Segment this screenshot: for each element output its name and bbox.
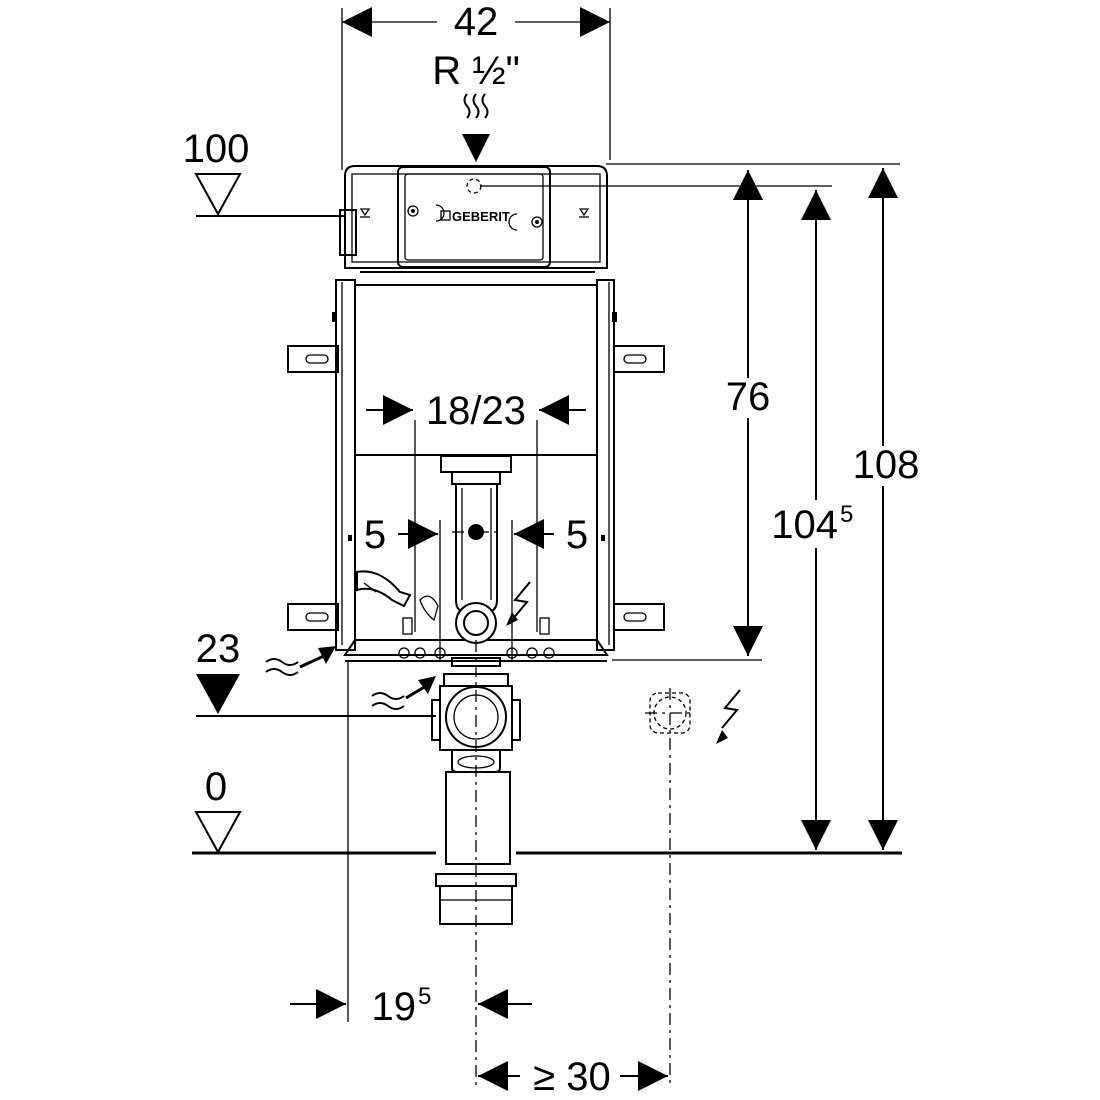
min-distance-label: ≥ 30 xyxy=(533,1055,611,1099)
level-23: 23 xyxy=(196,627,436,717)
min-distance-dimension: ≥ 30 xyxy=(478,1054,668,1099)
height-1045-dimension: 104 5 xyxy=(760,185,862,850)
water-wave-icon xyxy=(371,692,405,700)
water-connection-label: R ½" xyxy=(432,49,520,93)
width-dimension: 42 xyxy=(341,0,611,170)
height-108-label: 108 xyxy=(853,443,920,487)
offset-dimension: 5 5 xyxy=(364,513,588,660)
electric-icon xyxy=(511,581,531,621)
mounting-bracket xyxy=(287,345,339,373)
water-wave-icon xyxy=(463,93,471,119)
water-wave-icon xyxy=(265,658,299,666)
mounting-bracket xyxy=(613,603,665,631)
height-1045-label: 104 xyxy=(771,503,838,547)
brand-logo: GEBERIT xyxy=(452,209,510,224)
level-0-label: 0 xyxy=(205,765,227,809)
brand-logo-icon xyxy=(440,210,451,221)
water-arrow-icon xyxy=(462,134,490,162)
water-inlet-side xyxy=(265,646,436,710)
drain-offset-sup: 5 xyxy=(418,983,431,1010)
width-label: 42 xyxy=(454,0,499,44)
height-1045-sup: 5 xyxy=(840,501,853,528)
height-76-dimension: 76 xyxy=(612,170,778,661)
level-100: 100 xyxy=(183,127,345,217)
height-76-label: 76 xyxy=(726,375,771,419)
flush-spacing-dimension: 18/23 xyxy=(366,389,586,632)
flush-center-point xyxy=(468,524,484,540)
drain-pipe xyxy=(431,640,521,1088)
water-connection: R ½" xyxy=(432,49,520,162)
level-triangle-filled-icon xyxy=(196,674,240,714)
flush-pipe-top xyxy=(440,455,512,473)
offset-right-label: 5 xyxy=(566,513,588,557)
cistern: GEBERIT xyxy=(339,165,760,273)
drain-offset-label: 19 xyxy=(372,985,417,1029)
flush-plate xyxy=(397,166,551,268)
offset-left-label: 5 xyxy=(364,513,386,557)
height-108-dimension: 108 xyxy=(606,163,926,850)
mounting-bracket xyxy=(613,345,665,373)
water-inlet-icon xyxy=(466,178,482,194)
installation-frame xyxy=(287,279,665,662)
level-100-label: 100 xyxy=(183,127,250,171)
level-23-label: 23 xyxy=(196,627,241,671)
electric-icon xyxy=(721,689,741,729)
drain-offset-dimension: 19 5 xyxy=(290,662,532,1029)
mounting-bracket xyxy=(287,603,339,631)
flush-outlet xyxy=(455,602,497,644)
flush-spacing-label: 18/23 xyxy=(426,389,526,433)
level-triangle-icon xyxy=(194,811,242,855)
electrical-box xyxy=(645,688,741,1088)
level-triangle-icon xyxy=(194,173,242,217)
level-0: 0 xyxy=(194,765,242,855)
